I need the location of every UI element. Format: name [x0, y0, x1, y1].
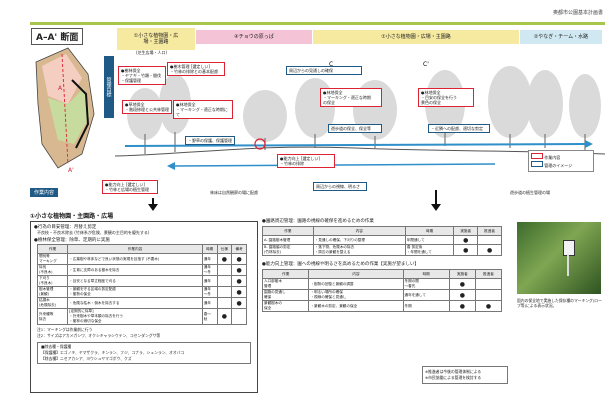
marker-sign-icon: [563, 240, 575, 256]
legend-item-blue: 管理のイメージ: [531, 161, 591, 169]
callout-4: ●林地保全 ・マーキング・適正な時期にて: [173, 100, 233, 119]
right-heading-1: ●園路周辺管理：園路の視線の確保を進めるための作業: [262, 219, 374, 224]
callout-5: ・野草の保護、保護管理: [185, 136, 235, 145]
header-rule: [30, 22, 605, 25]
left-heading-2: ●樹林保全管理：除草、定期的に実施: [34, 238, 110, 243]
section-mark-c2: C': [423, 61, 429, 68]
table-row: 景観樹木の 保全・景観木の剪定、景観の保全冬期●●: [261, 300, 503, 312]
section-mark-c: C: [329, 61, 333, 68]
zone-header-1: ①小さな植物園・広 場・主園路: [117, 28, 195, 50]
species-box: ■除去種・保護種 【保護種】エゴノキ、ヤマザクラ、キンラン、フジ、コナラ、シュン…: [37, 342, 251, 364]
document-title: 奥都市公園基本計画書: [552, 10, 603, 16]
right-panel: ●園路周辺管理：園路の視線の確保を進めるための作業 作業内容時期実施者推進者 A…: [261, 218, 512, 390]
left-heading-1: ●行為の目安管理：月替え剪定: [34, 225, 97, 230]
bottom-label-2: 遊歩道の植生管理の場: [510, 190, 550, 195]
table-row: A. 園路樹木管理・見通しの確保、下刈りの整理年間通して●: [262, 235, 502, 245]
callout-12: ●能力向上 [選定しい] ・竹林の排除: [277, 154, 335, 168]
photo-caption: 園内の保全地で実施した保存種のマーキング(ロープ等)による表示状況。: [517, 298, 602, 308]
right-table-1: 作業内容時期実施者推進者 A. 園路樹木管理・見通しの確保、下刈りの整理年間通し…: [262, 226, 502, 256]
left-note-2: 注2：サイズはアカメガシワ、オクシキャラシウテン、コセンダングサ等: [37, 333, 161, 338]
callout-9: 遊歩道の保全、保全等: [328, 124, 382, 133]
callout-2: ●樹木管理 [選定しい] ・竹林の排除との基本配慮: [167, 62, 225, 76]
section-title: A–A' 断面: [31, 28, 84, 45]
section-mark-a2: A': [68, 167, 74, 174]
table-row: 園路の見通し 確保・明るい場所の確保 ・視線の確保と見通し通年を通して●: [261, 289, 503, 301]
detail-title: ①小さな植物園・主園路・広場: [30, 213, 114, 220]
arrow-down-right-icon: [431, 204, 441, 211]
table-row: B. 園路脇の剪定 (竹林除去)・落下物、危険木の除去 ・周辺の景観を整える春 …: [262, 244, 502, 256]
table-row: 外来種等 除去[定期的に除草] ・外来樹木や草本類の除去を行う ・樹林の適切な保…: [36, 308, 247, 325]
table-row: 枯損木 (危険除去)・危険な枯木・倒木を除去する通年●: [36, 297, 247, 309]
site-map: A A': [35, 47, 95, 174]
legend: 作業内容 管理のイメージ: [528, 150, 594, 172]
bottom-label-1: 林床は自然観察の場に配慮: [210, 190, 258, 195]
side-label-maintenance: 管理目標: [104, 56, 114, 118]
table-row: 間伐等 マーキング・広葉樹や林床などで良い状態の実現を目指す (不要木)通年●●: [36, 253, 247, 265]
zone-header-2: ④チョウの原っぱ: [196, 30, 312, 44]
callout-1: ●樹林保全 ・ヤナギ・竹類・間伐 ・保護管理: [118, 66, 166, 85]
plant-photo: [517, 222, 601, 294]
callout-13: 周辺からの視線、明るさ: [313, 182, 367, 191]
table-row: 下刈り (不良木)・目安となる草丈程度で刈る通年●: [36, 275, 247, 287]
right-table-2: 作業内容時期実施者推進者 人口部樹木 管理・樹勢の回復と景観の調整冬期の間 〜春…: [261, 269, 503, 312]
side-label-work: 作業内容: [30, 188, 59, 197]
callout-8: ●林地保全 ・目安の保全を行う 景色の保全: [418, 88, 474, 107]
left-note-1: 注1：マーキングは作業前に行う: [37, 327, 93, 332]
table-row: 人口部樹木 管理・樹勢の回復と景観の調整冬期の間 〜春先●: [261, 278, 503, 290]
arrow-down-left-icon: [148, 204, 158, 211]
left-panel: ●行為の目安管理：月替え剪定 不良枝・不良木除去 (竹林系が危険、景観の主目的を…: [30, 221, 258, 393]
left-heading-1-sub: 不良枝・不良木除去 (竹林系が危険、景観の主目的を優先する): [37, 230, 150, 235]
callout-7: ●林地保全 ・マーキング・適正な時期 の保全: [320, 88, 382, 107]
zone-1-sub: (芝生広場・人口): [136, 50, 168, 55]
zone-header-4: ②やなぎ・チーム・水路: [520, 30, 602, 44]
callout-6: 周辺からの見通しの確保: [286, 66, 362, 75]
callout-11: ●能力向上 [選定しい] ・竹林と広場の植生管理: [102, 180, 158, 194]
left-table: 作業作業内容時期仕様備考 間伐等 マーキング・広葉樹や林床などで良い状態の実現を…: [36, 244, 247, 325]
section-mark-a: A: [58, 85, 63, 92]
right-footnote-box: ※推進者は今後の管理体制による ※市民協働による管理を検討する: [422, 366, 508, 384]
table-row: 除伐 (不良木)・生育に支障のある樹木を除去通年 〜冬●: [36, 264, 247, 276]
zone-header-3: ①小さな植物園・広場・主園路: [313, 30, 519, 44]
callout-10: ・近隣への配慮、適切な剪定: [428, 124, 490, 133]
legend-item-red: 作業内容: [531, 153, 591, 161]
callout-3: ●草地保全 ・階段修理と公共林管理: [122, 100, 172, 114]
right-heading-2: ●能力向上管理：園への視線や明るさを高めるための作業【実施が望ましい】: [262, 262, 419, 267]
table-row: 樹木管理 (景観)・景観を守る区域の剪定配慮 ・樹勢の保全通年 〜冬●: [36, 286, 247, 298]
